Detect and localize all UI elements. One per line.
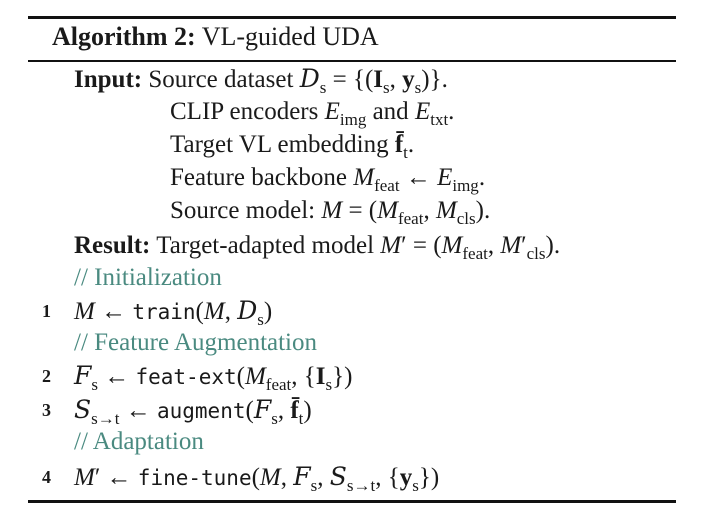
clip-label: CLIP encoders [170, 98, 319, 125]
algorithm-block: Algorithm 2: VL-guided UDA Input: Source… [28, 0, 676, 530]
step-augment: Ss→t ← augment(Fs, f̄t) [74, 395, 312, 428]
top-rule [28, 16, 676, 19]
step-fine-tune: M′ ← fine-tune(M, Fs, Ss→t, {ys}) [74, 462, 440, 495]
line-number: 2 [42, 366, 51, 386]
backbone-label: Feature backbone [170, 164, 348, 191]
line-number: 3 [42, 400, 51, 420]
input-line-model: Source model: M = (Mfeat, Mcls). [170, 196, 491, 228]
input-line-clip: CLIP encoders Eimg and Etxt. [170, 97, 455, 129]
caption-rule [28, 60, 676, 62]
func-train: train [132, 300, 196, 324]
target-embedding-label: Target VL embedding [170, 131, 389, 158]
clip-txt-formula: Etxt. [414, 98, 455, 129]
algorithm-caption: Algorithm 2: VL-guided UDA [52, 22, 379, 52]
result-keyword: Result: [74, 232, 151, 259]
backbone-formula: Mfeat ← Eimg. [353, 164, 486, 195]
comment-feature-augmentation: // Feature Augmentation [74, 329, 318, 356]
result-label: Target-adapted model [156, 232, 375, 259]
source-dataset-label: Source dataset [148, 66, 294, 93]
clip-img-formula: Eimg [324, 98, 367, 129]
target-embedding-formula: f̄t. [394, 131, 415, 162]
line-number: 1 [42, 301, 51, 321]
algorithm-title: VL-guided UDA [201, 22, 379, 51]
func-fine-tune: fine-tune [137, 466, 252, 490]
comment-initialization: // Initialization [74, 264, 222, 291]
input-line-dataset: Input: Source dataset Ds = {(Is, ys)}. [74, 64, 448, 97]
clip-and: and [372, 98, 409, 125]
func-feat-ext: feat-ext [135, 365, 237, 389]
input-keyword: Input: [74, 66, 143, 93]
comment-adaptation: // Adaptation [74, 428, 204, 455]
source-dataset-formula: Ds = {(Is, ys)}. [299, 64, 448, 97]
line-number: 4 [42, 467, 51, 487]
source-model-formula: M = (Mfeat, Mcls). [321, 197, 491, 228]
step-train: M ← train(M, Ds) [74, 296, 273, 329]
result-formula: M′ = (Mfeat, M′cls). [380, 232, 561, 263]
input-line-backbone: Feature backbone Mfeat ← Eimg. [170, 163, 486, 195]
source-model-label: Source model: [170, 197, 316, 224]
step-feat-ext: Fs ← feat-ext(Mfeat, {Is}) [74, 361, 353, 394]
bottom-rule [28, 500, 676, 503]
result-line: Result: Target-adapted model M′ = (Mfeat… [74, 231, 561, 263]
algorithm-label: Algorithm 2: [52, 22, 196, 51]
input-line-target: Target VL embedding f̄t. [170, 130, 415, 162]
func-augment: augment [156, 399, 246, 423]
